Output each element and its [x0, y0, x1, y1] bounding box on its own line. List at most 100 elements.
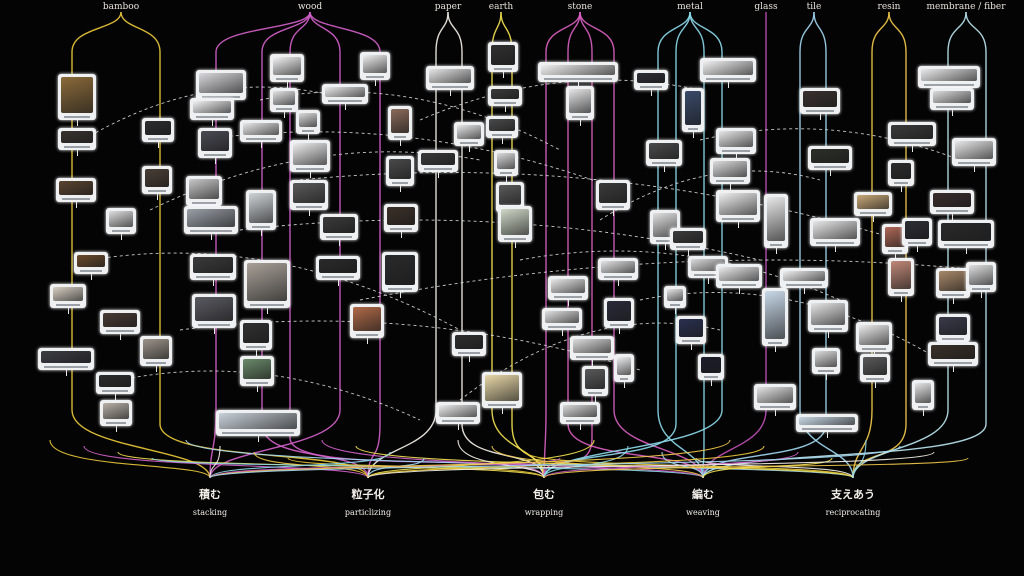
project-connector — [568, 300, 569, 306]
project-thumbnail — [716, 128, 756, 160]
project-thumbnail — [614, 354, 634, 388]
project-caption-bar — [972, 288, 990, 290]
project-caption-bar — [888, 250, 902, 252]
project-photo — [969, 265, 993, 285]
material-label-metal: metal — [677, 2, 703, 12]
project-photo — [765, 291, 785, 339]
project-photo — [421, 153, 455, 165]
project-thumbnail — [682, 88, 704, 138]
project-photo — [783, 271, 825, 281]
project-thumbnail — [700, 58, 756, 88]
project-thumbnail — [50, 284, 86, 314]
project-caption-bar — [694, 274, 722, 276]
project-connector — [739, 288, 740, 294]
project-connector — [917, 246, 918, 252]
project-connector — [458, 424, 459, 430]
fan-5 — [209, 445, 221, 479]
project-photo — [607, 301, 631, 321]
project-caption-bar — [770, 244, 782, 246]
project-caption-bar — [816, 242, 854, 244]
project-photo — [811, 303, 845, 325]
project-photo — [491, 89, 519, 99]
project-photo — [939, 271, 967, 291]
project-connector — [257, 386, 258, 392]
cross-link-15 — [639, 292, 941, 361]
project-caption-bar — [866, 378, 884, 380]
strand-resin-1 — [852, 11, 907, 479]
project-connector — [503, 72, 504, 78]
project-thumbnail — [716, 190, 760, 228]
project-photo — [885, 227, 905, 247]
project-thumbnail — [812, 348, 840, 380]
project-photo — [545, 311, 579, 323]
project-photo — [201, 131, 229, 151]
project-connector — [211, 234, 212, 240]
project-caption-bar — [722, 284, 756, 286]
project-photo — [485, 375, 519, 401]
project-caption-bar — [500, 172, 512, 174]
project-photo — [439, 405, 477, 417]
project-connector — [912, 146, 913, 152]
project-connector — [981, 292, 982, 298]
project-photo — [195, 297, 233, 321]
project-photo — [891, 261, 911, 289]
strand-glass-0 — [702, 12, 767, 479]
project-thumbnail — [800, 88, 840, 120]
fan-10 — [209, 451, 391, 479]
mode-reciprocating-en: reciprocating — [825, 508, 881, 517]
project-connector — [76, 202, 77, 208]
project-thumbnail — [142, 118, 174, 148]
project-thumbnail — [196, 70, 246, 106]
project-caption-bar — [814, 328, 842, 330]
project-caption-bar — [80, 270, 102, 272]
project-connector — [400, 292, 401, 298]
project-caption-bar — [942, 294, 964, 296]
project-caption-bar — [670, 304, 680, 306]
project-caption-bar — [860, 212, 886, 214]
project-connector — [952, 110, 953, 116]
project-connector — [974, 166, 975, 172]
project-photo — [41, 351, 91, 363]
project-photo — [891, 125, 933, 139]
project-caption-bar — [768, 342, 782, 344]
cross-link-12 — [259, 91, 561, 151]
project-photo — [199, 73, 243, 93]
project-connector — [400, 140, 401, 146]
project-connector — [775, 346, 776, 352]
strand-bamboo-1 — [120, 11, 369, 479]
project-caption-bar — [388, 288, 412, 290]
project-photo — [189, 179, 219, 199]
project-connector — [736, 154, 737, 160]
project-connector — [116, 426, 117, 432]
strand-metal-0 — [657, 11, 704, 479]
project-caption-bar — [204, 154, 226, 156]
project-photo — [585, 369, 605, 389]
project-connector — [711, 380, 712, 386]
cross-link-9 — [179, 320, 641, 371]
project-photo — [249, 193, 273, 223]
project-caption-bar — [572, 116, 588, 118]
project-photo — [933, 193, 971, 207]
project-caption-bar — [198, 324, 230, 326]
project-photo — [103, 313, 137, 327]
project-thumbnail — [560, 402, 600, 430]
project-caption-bar — [576, 356, 608, 358]
project-thumbnail — [360, 52, 390, 86]
project-caption-bar — [190, 230, 232, 232]
project-caption-bar — [934, 362, 972, 364]
project-photo — [319, 259, 357, 273]
project-photo — [667, 289, 683, 301]
project-thumbnail — [888, 258, 914, 302]
project-connector — [256, 350, 257, 356]
project-connector — [901, 296, 902, 302]
project-caption-bar — [196, 276, 230, 278]
project-connector — [121, 234, 122, 240]
project-thumbnail — [856, 322, 892, 358]
mode-weaving-en: weaving — [686, 508, 720, 517]
project-thumbnail — [56, 178, 96, 208]
fan-17 — [543, 445, 629, 479]
project-photo — [499, 185, 521, 205]
project-caption-bar — [390, 228, 412, 230]
strand-wood-4 — [309, 11, 381, 479]
